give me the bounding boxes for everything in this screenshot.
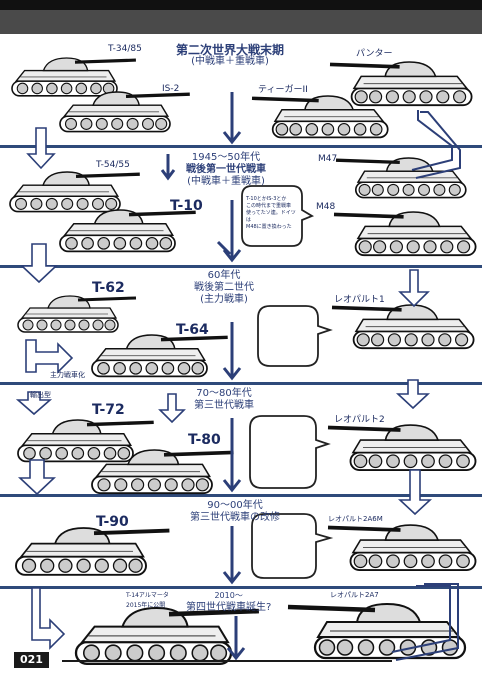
era-heading-5: 90～00年代 第三世代戦車の改修 — [190, 500, 280, 523]
page-number: 021 — [14, 652, 49, 668]
label-tiger-ii: ティーガーII — [258, 85, 308, 95]
tank-t62 — [16, 294, 138, 334]
tank-m47 — [336, 158, 466, 198]
label-leopard2a6m: レオパルト2A6M — [328, 515, 383, 523]
bubble-note: T-10とかIS-3とか この時代まで重戦車 使ってたソ連。ドイツは M48に置… — [246, 196, 296, 230]
tank-leopard2a6m — [328, 525, 476, 570]
section-divider — [0, 382, 482, 385]
tank-m48 — [334, 212, 476, 255]
tank-leopard2 — [328, 425, 476, 470]
section-divider — [0, 265, 482, 268]
label-t14-armata: T-14アルマータ — [126, 592, 169, 599]
label-leopard2: レオパルト2 — [334, 415, 385, 425]
label-t80: T-80 — [188, 432, 221, 448]
tank-t64 — [90, 333, 230, 379]
tank-leopard1 — [332, 305, 474, 348]
tank-t14-armata — [76, 608, 259, 664]
era-heading-3: 60年代 戦後第二世代 (主力戦車) — [194, 270, 254, 305]
era-heading-4: 70～80年代 第三世代戦車 — [194, 388, 254, 411]
label-t54-55: T-54/55 — [96, 160, 130, 170]
tank-is2 — [58, 90, 192, 134]
era-heading-1: 第二次世界大戦末期 (中戦車＋重戦車) — [176, 43, 285, 67]
label-m48: M48 — [316, 202, 336, 212]
label-t64: T-64 — [176, 322, 209, 338]
label-t10: T-10 — [170, 198, 203, 214]
section-divider — [0, 586, 482, 589]
label-t72: T-72 — [92, 402, 125, 418]
tank-t54-55 — [8, 170, 142, 214]
section-divider — [0, 145, 482, 148]
side-note-3: 主力戦車化 — [50, 371, 85, 379]
right-connector — [391, 110, 461, 661]
side-note-4: 輸出型 — [30, 391, 51, 399]
label-t62: T-62 — [92, 280, 125, 296]
section-divider — [0, 494, 482, 497]
tank-t90 — [14, 526, 172, 577]
era-heading-2: 1945～50年代 戦後第一世代戦車 (中戦車＋重戦車) — [186, 152, 266, 187]
footer-rule — [62, 660, 392, 662]
label-leopard2a7: レオパルト2A7 — [330, 591, 379, 599]
left-arrows — [15, 127, 433, 650]
label-leopard1: レオパルト1 — [334, 295, 385, 305]
tank-t10 — [58, 208, 198, 254]
tank-t34-85 — [10, 56, 138, 98]
timeline-arrows — [160, 92, 246, 661]
label-panther: パンター — [356, 49, 393, 59]
label-t14-note: 2015年に公開 — [126, 602, 166, 609]
label-m47: M47 — [318, 154, 338, 164]
tank-panther — [330, 62, 472, 105]
era-heading-6: 2010～ 第四世代戦車誕生? — [186, 591, 272, 613]
label-is2: IS-2 — [162, 84, 180, 94]
label-t90: T-90 — [96, 514, 129, 530]
speech-bubbles — [241, 185, 334, 579]
tank-leopard2a7 — [288, 604, 465, 658]
label-t34-85: T-34/85 — [108, 44, 142, 54]
header-bar — [0, 0, 482, 34]
